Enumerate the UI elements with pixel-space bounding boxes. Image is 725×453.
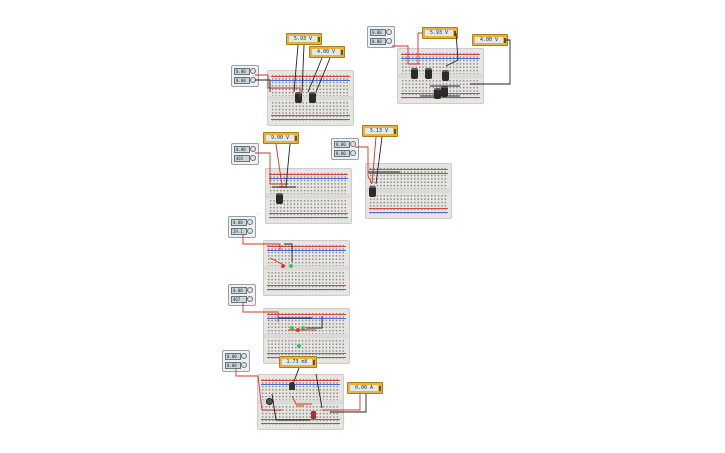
multimeter-dial[interactable] — [295, 136, 297, 141]
current-knob[interactable] — [386, 38, 392, 44]
current-knob[interactable] — [247, 228, 253, 234]
multimeter-reading: 5.93 V — [425, 30, 453, 36]
psu-voltage-display: 0.00 V — [234, 146, 250, 153]
multimeter-2a[interactable]: 5.93 V — [422, 27, 458, 39]
psu-current-display: 465 µA — [234, 155, 250, 162]
psu-voltage-display: 0.00 V — [370, 29, 386, 36]
multimeter-dial[interactable] — [318, 37, 320, 42]
current-knob[interactable] — [250, 155, 256, 161]
power-supply-4[interactable]: 0.00 V 0.00 A — [331, 138, 359, 160]
capacitor-2d[interactable] — [434, 88, 441, 99]
capacitor-2a[interactable] — [411, 68, 418, 79]
breadboard-5[interactable] — [263, 240, 350, 296]
psu-voltage-display: 0.00 V — [231, 287, 247, 294]
led-green-6b[interactable] — [301, 326, 305, 330]
voltage-knob[interactable] — [250, 146, 256, 152]
multimeter-dial[interactable] — [313, 360, 315, 365]
capacitor-2b[interactable] — [425, 68, 432, 79]
transistor-7[interactable] — [289, 382, 295, 390]
psu-current-display: 0.00 A — [234, 77, 250, 84]
psu-current-display: 467 µA — [231, 296, 247, 303]
multimeter-7a[interactable]: 1.73 mV — [279, 356, 317, 368]
psu-voltage-display: 0.00 V — [225, 353, 241, 360]
power-supply-1[interactable]: 0.00 V 0.00 A — [231, 65, 259, 87]
led-green-5[interactable] — [289, 264, 293, 268]
led-red-6[interactable] — [296, 328, 300, 332]
capacitor-2c[interactable] — [442, 70, 449, 81]
power-supply-5[interactable]: 0.00 V 29.1 mA — [228, 216, 256, 238]
multimeter-dial[interactable] — [504, 38, 506, 43]
power-supply-7[interactable]: 0.00 V 0.00 A — [222, 350, 250, 372]
multimeter-reading: 4.00 V — [475, 37, 503, 43]
psu-voltage-display: 0.00 V — [234, 68, 250, 75]
power-supply-3[interactable]: 0.00 V 465 µA — [231, 143, 259, 165]
psu-current-display: 0.00 A — [225, 362, 241, 369]
current-knob[interactable] — [247, 296, 253, 302]
resistor-3[interactable] — [279, 186, 287, 188]
psu-current-display: 0.00 A — [370, 38, 386, 45]
capacitor-3[interactable] — [276, 193, 283, 204]
multimeter-dial[interactable] — [379, 386, 381, 391]
voltage-knob[interactable] — [241, 353, 247, 359]
potentiometer-7[interactable] — [266, 398, 273, 405]
multimeter-4[interactable]: 5.13 V — [362, 125, 398, 137]
capacitor-1b[interactable] — [309, 92, 316, 103]
capacitor-2e[interactable] — [441, 86, 448, 97]
multimeter-reading: 5.93 V — [289, 36, 317, 42]
multimeter-reading: 1.73 mV — [282, 359, 312, 365]
current-knob[interactable] — [241, 362, 247, 368]
voltage-knob[interactable] — [247, 219, 253, 225]
psu-current-display: 0.00 A — [334, 150, 350, 157]
multimeter-7b[interactable]: 0.00 A — [347, 382, 383, 394]
led-red-5[interactable] — [281, 264, 285, 268]
psu-voltage-display: 0.00 V — [231, 219, 247, 226]
power-supply-2[interactable]: 0.00 V 0.00 A — [367, 26, 395, 48]
capacitor-1a[interactable] — [295, 92, 302, 103]
power-supply-6[interactable]: 0.00 V 467 µA — [228, 284, 256, 306]
current-knob[interactable] — [350, 150, 356, 156]
current-knob[interactable] — [250, 77, 256, 83]
multimeter-dial[interactable] — [394, 129, 396, 134]
psu-voltage-display: 0.00 V — [334, 141, 350, 148]
breadboard-4[interactable] — [365, 163, 452, 219]
voltage-knob[interactable] — [386, 29, 392, 35]
multimeter-1b[interactable]: 4.00 V — [309, 46, 345, 58]
led-green-6c[interactable] — [297, 344, 301, 348]
multimeter-dial[interactable] — [341, 50, 343, 55]
multimeter-dial[interactable] — [454, 31, 456, 36]
multimeter-reading: 0.00 A — [350, 385, 378, 391]
voltage-knob[interactable] — [250, 68, 256, 74]
voltage-knob[interactable] — [350, 141, 356, 147]
multimeter-3[interactable]: 9.00 V — [263, 132, 299, 144]
multimeter-1a[interactable]: 5.93 V — [286, 33, 322, 45]
led-green-6a[interactable] — [290, 326, 294, 330]
component-red-7[interactable] — [311, 411, 316, 419]
multimeter-reading: 5.13 V — [365, 128, 393, 134]
capacitor-4[interactable] — [369, 186, 376, 197]
multimeter-reading: 4.00 V — [312, 49, 340, 55]
multimeter-2b[interactable]: 4.00 V — [472, 34, 508, 46]
resistor-7[interactable] — [296, 405, 304, 407]
psu-current-display: 29.1 mA — [231, 228, 247, 235]
multimeter-reading: 9.00 V — [266, 135, 294, 141]
voltage-knob[interactable] — [247, 287, 253, 293]
